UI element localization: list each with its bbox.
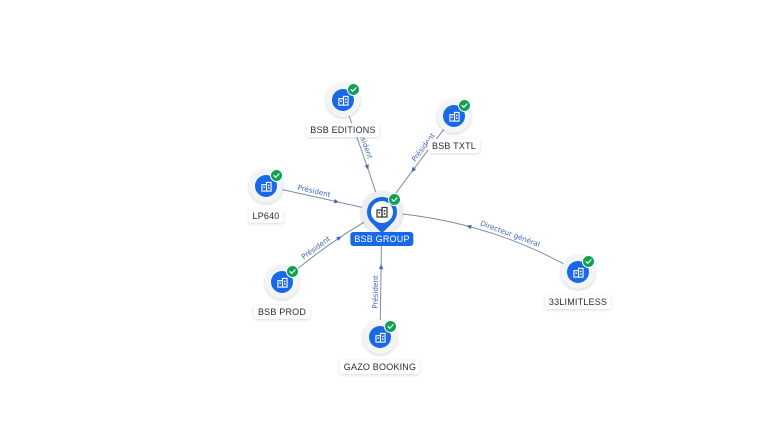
node-label: BSB TXTL xyxy=(428,139,480,153)
node-label: BSB PROD xyxy=(253,305,311,319)
node-label: 33LIMITLESS xyxy=(544,295,612,309)
edge-arrow-icon xyxy=(466,224,472,230)
verified-check-icon xyxy=(388,193,401,206)
node-label: BSB GROUP xyxy=(350,232,414,246)
edge-label: Président xyxy=(370,275,380,309)
edge-label: Président xyxy=(300,234,332,261)
edge-arrow-icon xyxy=(333,198,340,204)
edge-arrow-icon xyxy=(364,164,369,170)
verified-check-icon xyxy=(347,83,360,96)
edge-arrow-icon xyxy=(411,166,417,173)
verified-check-icon xyxy=(286,265,299,278)
edge-arrow-icon xyxy=(378,264,384,270)
node-label: LP640 xyxy=(248,209,284,223)
edge-label: Directeur général xyxy=(479,219,541,249)
verified-check-icon xyxy=(384,320,397,333)
node-label: GAZO BOOKING xyxy=(339,360,421,374)
verified-check-icon xyxy=(270,169,283,182)
edge-arrow-icon xyxy=(336,236,342,241)
building-icon xyxy=(371,201,393,223)
verified-check-icon xyxy=(582,255,595,268)
edge-line xyxy=(381,211,579,273)
verified-check-icon xyxy=(458,99,471,112)
node-label: BSB EDITIONS xyxy=(306,123,380,137)
